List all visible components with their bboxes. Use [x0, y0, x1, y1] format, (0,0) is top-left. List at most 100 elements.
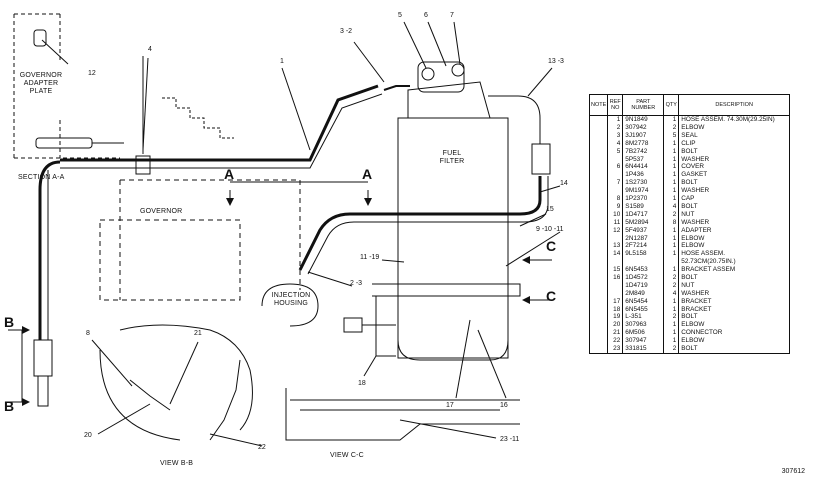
table-cell-note: [588, 210, 609, 219]
table-cell-qty: 1: [663, 329, 680, 337]
table-cell-ref-no: 9: [607, 202, 624, 211]
table-cell-ref-no: 16: [607, 273, 624, 282]
table-cell-part-number: 6N5453: [622, 265, 665, 274]
table-cell-part-number: 307947: [622, 336, 665, 345]
table-cell-part-number: 6N5454: [622, 297, 665, 306]
section-b-bottom-marker: B: [4, 398, 15, 414]
table-cell-description: ADAPTER: [678, 226, 790, 235]
table-cell-ref-no: 6: [607, 163, 624, 172]
table-cell-description: ELBOW: [678, 234, 790, 243]
table-cell-qty: 1: [663, 226, 680, 235]
table-cell-description: BOLT: [678, 273, 790, 282]
table-cell-part-number: 1D4719: [622, 281, 665, 290]
table-cell-part-number: 307963: [622, 321, 665, 330]
parts-list-table: NOTE REF NO PART NUMBER QTY DESCRIPTION …: [588, 94, 790, 354]
table-cell-ref-no: 14: [607, 250, 624, 259]
table-cell-part-number: S1589: [622, 202, 665, 211]
table-cell-description: WASHER: [678, 155, 790, 164]
table-cell-description: HOSE ASSEM. 74.30M(29.25IN): [678, 115, 790, 124]
table-cell-part-number: 9L5158: [622, 250, 665, 259]
callout-3-2: 3 -2: [340, 28, 353, 35]
section-aa-label: SECTION A-A: [18, 174, 65, 181]
table-cell-ref-no: 20: [607, 321, 624, 330]
table-cell-ref-no: [607, 171, 624, 180]
table-cell-ref-no: [607, 187, 624, 195]
callout-7: 7: [450, 12, 454, 19]
callout-13-3: 13 -3: [548, 58, 564, 65]
table-cell-ref-no: 4: [607, 139, 624, 148]
table-cell-description: BOLT: [678, 344, 790, 354]
governor-adapter-plate-label: GOVERNOR ADAPTER PLATE: [18, 72, 64, 96]
table-cell-ref-no: 12: [607, 226, 624, 235]
table-cell-ref-no: 22: [607, 336, 624, 345]
table-cell-qty: 1: [663, 187, 680, 195]
table-cell-part-number: 2N1287: [622, 234, 665, 243]
table-cell-part-number: 1P436: [622, 171, 665, 180]
table-cell-ref-no: 11: [607, 218, 624, 227]
table-cell-ref-no: 2: [607, 123, 624, 132]
table-cell-note: [588, 281, 609, 290]
header-note: NOTE: [588, 94, 609, 116]
callout-4: 4: [148, 46, 152, 53]
table-cell-note: [588, 313, 609, 322]
table-cell-note: [588, 147, 609, 156]
table-cell-part-number: 6N4414: [622, 163, 665, 172]
header-ref-no: REF NO: [607, 94, 624, 116]
table-cell-ref-no: 15: [607, 265, 624, 274]
table-cell-description: ELBOW: [678, 242, 790, 251]
table-cell-ref-no: 17: [607, 297, 624, 306]
table-cell-qty: 2: [663, 281, 680, 290]
table-cell-note: [588, 139, 609, 148]
table-cell-qty: 1: [663, 155, 680, 164]
table-cell-part-number: 9M1974: [622, 187, 665, 195]
drawing-number: 307612: [781, 468, 805, 475]
callout-6: 6: [424, 12, 428, 19]
table-cell-qty: 2: [663, 344, 680, 354]
table-cell-description: BOLT: [678, 147, 790, 156]
callout-17: 17: [446, 402, 454, 409]
table-cell-ref-no: 1: [607, 115, 624, 124]
table-cell-description: ELBOW: [678, 123, 790, 132]
table-cell-qty: 2: [663, 210, 680, 219]
table-cell-note: [588, 123, 609, 132]
table-cell-description: GASKET: [678, 171, 790, 180]
table-cell-note: [588, 344, 609, 354]
table-cell-part-number: 1D4717: [622, 210, 665, 219]
table-cell-description: BOLT: [678, 313, 790, 322]
table-cell-ref-no: 10: [607, 210, 624, 219]
table-cell-ref-no: 23: [607, 344, 624, 354]
table-cell-ref-no: 13: [607, 242, 624, 251]
table-cell-note: [588, 187, 609, 195]
table-cell-description: BRACKET: [678, 297, 790, 306]
injection-housing-label: INJECTION HOUSING: [264, 292, 318, 308]
view-bb-label: VIEW B-B: [160, 460, 194, 467]
header-qty: QTY: [663, 94, 680, 116]
table-cell-note: [588, 171, 609, 180]
table-cell-note: [588, 305, 609, 314]
table-cell-qty: 1: [663, 234, 680, 243]
label-line: FUEL: [442, 150, 462, 157]
table-cell-part-number: 6M506: [622, 329, 665, 337]
label-line: ADAPTER: [23, 80, 59, 87]
table-cell-part-number: 8M2778: [622, 139, 665, 148]
table-cell-ref-no: 8: [607, 194, 624, 203]
table-cell-ref-no: [607, 234, 624, 243]
label-line: FILTER: [439, 158, 465, 165]
header-description: DESCRIPTION: [678, 94, 790, 116]
table-cell-part-number: 1D4572: [622, 273, 665, 282]
table-cell-note: [588, 250, 609, 259]
